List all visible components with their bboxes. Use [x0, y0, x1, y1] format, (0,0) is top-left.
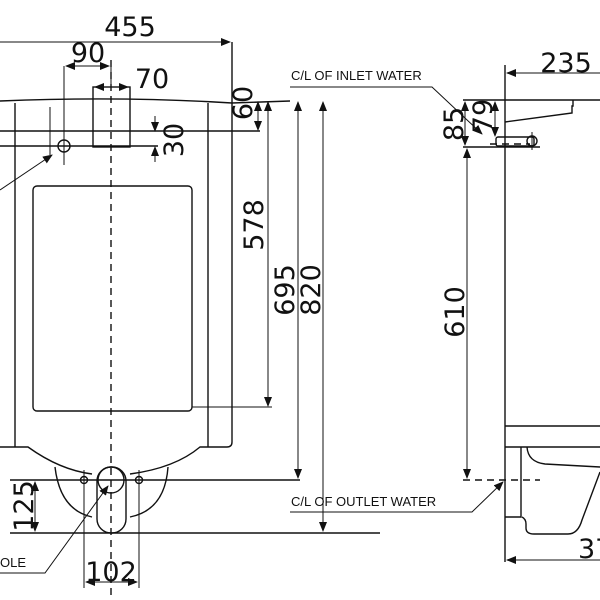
- outlet-hole-label: OLE: [0, 555, 26, 570]
- dim-60: 60: [228, 86, 259, 120]
- dim-90: 90: [71, 38, 105, 69]
- dim-455: 455: [104, 12, 156, 43]
- dim-235: 235: [540, 48, 592, 79]
- dim-85: 85: [439, 107, 470, 141]
- dim-820: 820: [296, 264, 327, 316]
- bowl-bottom-left: [0, 446, 93, 475]
- outlet-water-label: C/L OF OUTLET WATER: [291, 494, 436, 509]
- bowl-profile: [521, 471, 600, 535]
- side-bracket: [505, 447, 522, 518]
- inlet-leader: [0, 154, 53, 191]
- bowl-rim: [526, 446, 600, 468]
- side-view: C/L OF INLET WATER C/L OF OUTLET WATER 2…: [290, 48, 600, 565]
- outlet-slot: [96, 466, 127, 534]
- inlet-pipe: [495, 136, 535, 147]
- dim-578: 578: [239, 199, 270, 251]
- dim-37x: 37: [578, 534, 600, 565]
- dim-610: 610: [440, 286, 471, 338]
- outlet-leader: [0, 485, 109, 574]
- dim-70: 70: [135, 64, 169, 95]
- inlet-water-label: C/L OF INLET WATER: [291, 68, 422, 83]
- dim-102: 102: [85, 557, 137, 588]
- dim-79: 79: [468, 99, 499, 133]
- base-arc-right: [129, 466, 169, 518]
- dim-695: 695: [270, 264, 301, 316]
- dim-30: 30: [159, 123, 190, 157]
- outlet-water-leader: [290, 481, 504, 513]
- front-window: [32, 185, 193, 412]
- base-arc-left: [54, 466, 93, 518]
- body-right-edge: [208, 42, 233, 448]
- bowl-bottom-right: [129, 446, 208, 475]
- front-view: OLE 455 90 70 30 60 578 695 820 125 102: [0, 12, 380, 600]
- tank-top-edge: [0, 98, 291, 104]
- side-tank-underside: [504, 100, 574, 123]
- dim-125: 125: [9, 480, 40, 532]
